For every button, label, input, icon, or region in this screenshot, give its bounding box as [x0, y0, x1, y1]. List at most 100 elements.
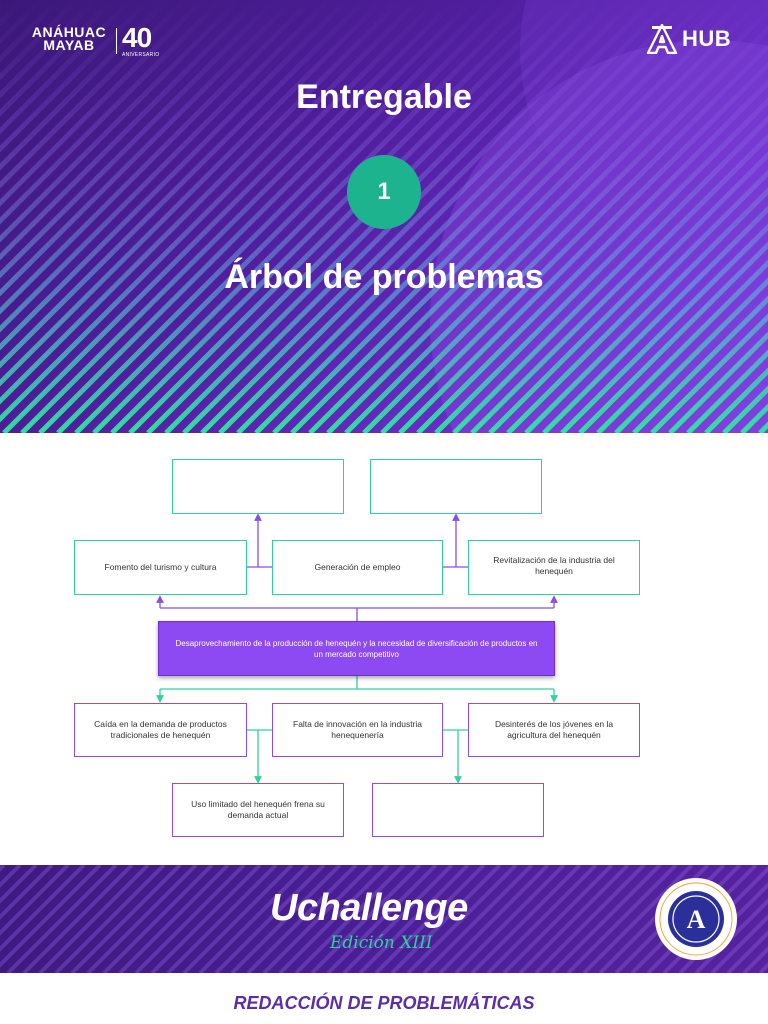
decor-stripe	[452, 115, 768, 433]
decor-stripe	[150, 865, 262, 973]
decor-stripe	[502, 865, 614, 973]
decor-stripe	[434, 97, 768, 433]
decor-stripe	[166, 865, 278, 973]
decor-stripe	[578, 241, 768, 433]
decor-stripe	[0, 0, 223, 225]
decor-stripe	[470, 865, 582, 973]
decor-stripe	[374, 865, 486, 973]
brand-word: challenge	[296, 887, 468, 929]
page-subtitle: Árbol de problemas	[224, 258, 544, 296]
decor-stripe	[118, 865, 230, 973]
decor-stripe	[0, 865, 38, 904]
decor-stripe	[74, 0, 511, 433]
core-problem-box: Desaprovechamiento de la producción de h…	[158, 621, 555, 676]
cause-box-3: Desinterés de los jóvenes en la agricult…	[468, 703, 640, 757]
decor-stripe	[0, 0, 241, 243]
decor-stripe	[128, 0, 565, 433]
decor-stripe	[416, 79, 768, 433]
decor-stripe	[390, 865, 502, 973]
decor-stripe	[398, 61, 768, 433]
decor-stripe	[2, 0, 439, 433]
logo-name: ANÁHUAC MAYAB	[31, 24, 107, 53]
decor-stripe	[56, 0, 493, 433]
decor-stripe	[0, 0, 169, 171]
decor-stripe	[486, 865, 598, 973]
decor-stripe	[0, 0, 349, 351]
decor-stripe	[0, 0, 187, 189]
decor-stripe	[344, 7, 768, 433]
logo-number: 40	[122, 22, 152, 53]
decor-stripe	[0, 0, 331, 333]
decor-stripe	[710, 914, 768, 973]
decor-stripe	[550, 865, 662, 973]
decor-stripe	[0, 0, 385, 387]
decor-stripe	[582, 865, 694, 973]
hub-logo: HUB	[646, 24, 731, 54]
decor-stripe	[524, 187, 768, 433]
decor-stripe	[38, 0, 475, 433]
decor-stripe	[254, 0, 691, 433]
tree-connectors	[156, 513, 558, 784]
decor-stripe	[20, 0, 457, 433]
badge-letter: A	[687, 905, 706, 934]
decor-stripe	[632, 295, 768, 433]
decor-stripe	[0, 0, 133, 135]
uchallenge-logo: Uchallenge	[270, 887, 468, 930]
anahuac-a-icon	[646, 24, 678, 54]
decor-stripe	[214, 865, 326, 973]
decor-stripe	[596, 259, 768, 433]
decor-stripe	[0, 0, 313, 315]
brand-prefix: U	[270, 887, 297, 929]
effect-box-2: Generación de empleo	[272, 540, 443, 595]
decor-stripe	[102, 865, 214, 973]
decor-stripe	[6, 865, 118, 973]
decor-stripe	[38, 865, 150, 973]
decor-stripe	[326, 0, 763, 433]
decor-stripe	[262, 865, 374, 973]
cause-box-bottom-2	[372, 783, 544, 837]
cause-box-bottom-1: Uso limitado del henequén frena su deman…	[172, 783, 344, 837]
decor-stripe	[290, 0, 727, 433]
decor-stripe	[380, 43, 768, 433]
decor-stripe	[358, 865, 470, 973]
decor-stripe	[230, 865, 342, 973]
decor-stripe	[0, 865, 54, 920]
decor-stripe	[0, 0, 205, 207]
section-title: REDACCIÓN DE PROBLEMÁTICAS	[233, 993, 535, 1013]
effect-box-top-1	[172, 459, 344, 514]
decor-stripe	[566, 865, 678, 973]
decor-stripe	[0, 0, 79, 81]
decor-stripe	[0, 0, 259, 261]
decor-stripe	[198, 865, 310, 973]
decor-stripe	[0, 0, 277, 279]
decor-stripe	[0, 0, 115, 117]
effect-box-3: Revitalización de la industria del heneq…	[468, 540, 640, 595]
footer-banner: Uchallenge Edición XIII	[0, 865, 768, 973]
decor-stripe	[278, 865, 390, 973]
decor-stripes	[0, 0, 768, 433]
effect-box-top-2	[370, 459, 542, 514]
decor-stripe	[506, 169, 768, 433]
step-number-badge: 1	[347, 155, 421, 229]
logo-sub: ANIVERSARIO	[122, 52, 160, 58]
decor-stripe	[326, 865, 438, 973]
decor-stripe	[342, 865, 454, 973]
decor-stripe	[470, 133, 768, 433]
edition-label: Edición XIII	[330, 933, 433, 953]
decor-stripe	[308, 0, 745, 433]
decor-stripe	[294, 865, 406, 973]
decor-stripe	[92, 0, 529, 433]
decor-stripe	[686, 349, 768, 433]
decor-stripe	[726, 930, 768, 973]
logo-separator	[116, 28, 117, 54]
decor-stripe	[0, 865, 22, 888]
decor-stripe	[0, 0, 97, 99]
decor-stripe	[438, 865, 550, 973]
decor-stripe	[560, 223, 768, 433]
hub-label: HUB	[682, 26, 732, 51]
event-seal-icon: A	[655, 878, 737, 960]
decor-stripe	[22, 865, 134, 973]
decor-stripe	[422, 865, 534, 973]
decor-stripe	[200, 0, 637, 433]
decor-stripe	[70, 865, 182, 973]
